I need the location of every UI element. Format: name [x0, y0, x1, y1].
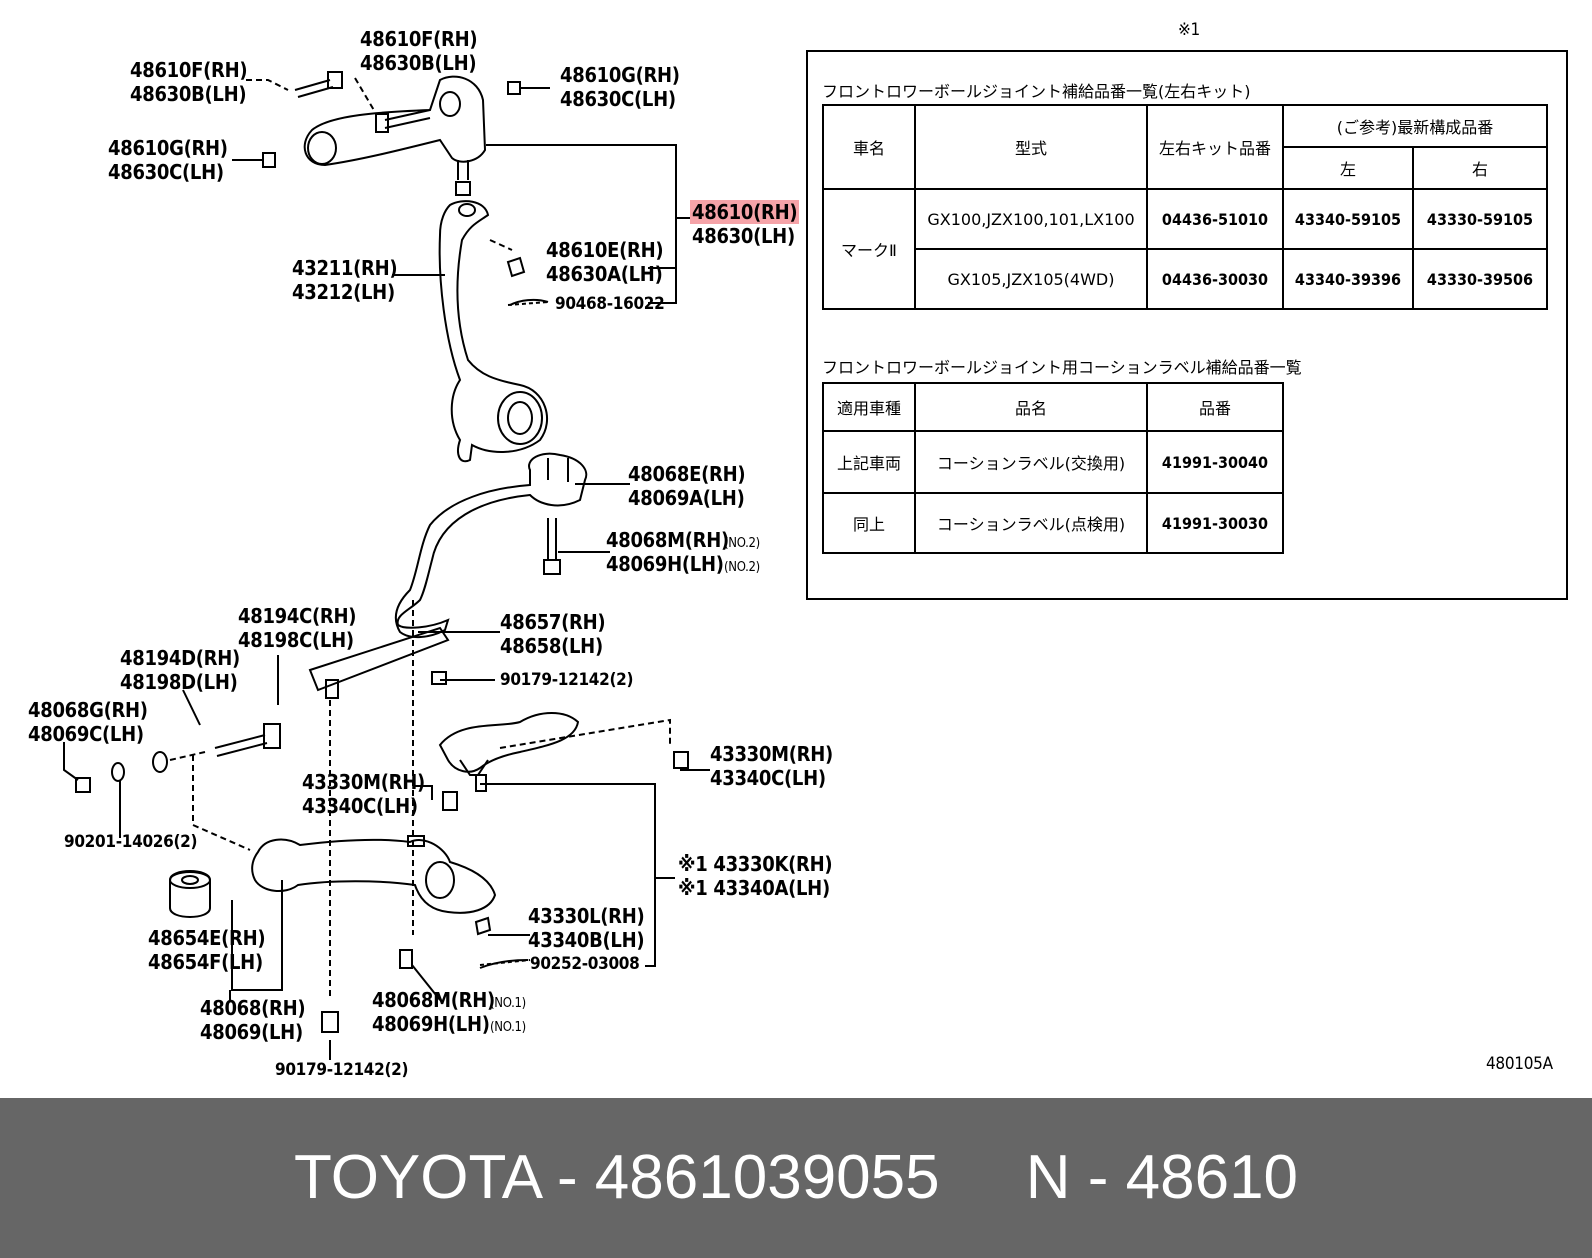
ball-joint-arm: [438, 712, 580, 773]
label-48068m-no2[interactable]: 48068M(RH)48069H(LH): [606, 528, 729, 576]
ball-joint-kit-table: 車名 型式 左右キット品番 (ご参考)最新構成品番 左 右 マークⅡ GX100…: [822, 104, 1548, 310]
label-48068g[interactable]: 48068G(RH)48069C(LH): [28, 698, 148, 746]
th-left: 左: [1282, 146, 1414, 190]
note-no1-lh: (NO.1): [490, 1020, 526, 1035]
leader-48068m1: [411, 964, 441, 1001]
cell-left[interactable]: 43340-39396: [1282, 248, 1414, 310]
label-48068[interactable]: 48068(RH)48069(LH): [200, 996, 306, 1044]
footer-part-info: TOYOTA - 4861039055 N - 48610: [293, 1143, 1299, 1212]
label-48068m-no1[interactable]: 48068M(RH)48069H(LH): [372, 988, 495, 1036]
th-vehicle: 適用車種: [822, 382, 916, 432]
label-48610f-top[interactable]: 48610F(RH)48630B(LH): [360, 27, 478, 75]
label-90201[interactable]: 90201-14026(2): [64, 832, 198, 852]
note-mark: ※1: [1178, 20, 1200, 40]
label-48610g-right[interactable]: 48610G(RH)48630C(LH): [560, 63, 680, 111]
cell-left[interactable]: 43340-59105: [1282, 188, 1414, 250]
label-90179-top[interactable]: 90179-12142(2): [500, 670, 634, 690]
cell-model: GX100,JZX100,101,LX100: [914, 188, 1148, 250]
label-48194c[interactable]: 48194C(RH)48198C(LH): [238, 604, 357, 652]
label-43211[interactable]: 43211(RH)43212(LH): [292, 256, 398, 304]
parts-diagram: 48610F(RH)48630B(LH) 48610F(RH)48630B(LH…: [28, 20, 1568, 1080]
note-no2-lh: (NO.2): [724, 560, 760, 575]
table2-title: フロントロワーボールジョイント用コーションラベル補給品番一覧: [822, 358, 1302, 377]
label-90252[interactable]: 90252-03008: [530, 954, 640, 974]
cell-name: コーションラベル(点検用): [914, 492, 1148, 554]
cell-part[interactable]: 41991-30040: [1146, 430, 1284, 494]
label-90179-bottom[interactable]: 90179-12142(2): [275, 1060, 409, 1080]
note-box: フロントロワーボールジョイント補給品番一覧(左右キット) 車名 型式 左右キット…: [806, 50, 1568, 600]
bushing: [169, 870, 211, 918]
th-car: 車名: [822, 104, 916, 190]
cell-right[interactable]: 43330-39506: [1412, 248, 1548, 310]
label-48610f-left[interactable]: 48610F(RH)48630B(LH): [130, 58, 248, 106]
steering-knuckle: [438, 200, 549, 463]
label-43330m-left[interactable]: 43330M(RH)43340C(LH): [302, 770, 425, 818]
table1-title: フロントロワーボールジョイント補給品番一覧(左右キット): [822, 82, 1251, 101]
leader-43330m-left: [415, 785, 433, 800]
leader-43330k: [480, 783, 656, 967]
label-48657[interactable]: 48657(RH)48658(LH): [500, 610, 606, 658]
label-48610g-left[interactable]: 48610G(RH)48630C(LH): [108, 136, 228, 184]
table-row: マークⅡ GX100,JZX100,101,LX100 04436-51010 …: [822, 188, 1548, 310]
caution-label-table: 適用車種 品名 品番 上記車両 コーションラベル(交換用) 41991-3004…: [822, 382, 1284, 554]
th-part: 品番: [1146, 382, 1284, 432]
label-43330m-right[interactable]: 43330M(RH)43340C(LH): [710, 742, 833, 790]
label-48068e[interactable]: 48068E(RH)48069A(LH): [628, 462, 746, 510]
th-model: 型式: [914, 104, 1148, 190]
label-90468[interactable]: 90468-16022: [555, 294, 665, 314]
leader-48654e-48068: [231, 880, 283, 991]
leader-48194d: [182, 689, 201, 726]
cell-right[interactable]: 43330-59105: [1412, 188, 1548, 250]
cell-name: コーションラベル(交換用): [914, 430, 1148, 494]
footer-bar: TOYOTA - 4861039055 N - 48610: [0, 1098, 1592, 1258]
leader-48610f-left: [246, 79, 289, 91]
table-row: GX105,JZX105(4WD) 04436-30030 43340-3939…: [823, 248, 1548, 310]
label-43330l[interactable]: 43330L(RH)43340B(LH): [528, 904, 645, 952]
leader-48610: [486, 144, 677, 304]
th-kit: 左右キット品番: [1146, 104, 1284, 190]
note-no1-rh: (NO.1): [490, 996, 526, 1011]
cell-vehicle: 同上: [822, 492, 916, 554]
label-48654e[interactable]: 48654E(RH)48654F(LH): [148, 926, 266, 974]
label-48610e[interactable]: 48610E(RH)48630A(LH): [546, 238, 664, 286]
diagram-code: 480105A: [1486, 1054, 1553, 1074]
highlighted-part-number: 48610(RH): [690, 200, 800, 224]
strut-bar: [394, 452, 588, 638]
lower-control-arm: [251, 838, 497, 914]
table-row: 上記車両 コーションラベル(交換用) 41991-30040: [822, 430, 1284, 494]
cell-car: マークⅡ: [822, 188, 916, 310]
label-48610-highlighted[interactable]: 48610(RH)48630(LH): [690, 200, 800, 248]
upper-control-arm: [303, 75, 487, 167]
th-ref: (ご参考)最新構成品番: [1282, 104, 1548, 148]
cell-kit[interactable]: 04436-51010: [1146, 188, 1284, 250]
leader-48068g: [63, 742, 79, 781]
diagram-drawing: [63, 71, 710, 1060]
label-43330k[interactable]: ※1 43330K(RH)※1 43340A(LH): [678, 852, 833, 900]
cell-vehicle: 上記車両: [822, 430, 916, 494]
note-no2-rh: (NO.2): [724, 536, 760, 551]
cell-kit[interactable]: 04436-30030: [1146, 248, 1284, 310]
leader-48610f-top: [354, 77, 376, 113]
th-name: 品名: [914, 382, 1148, 432]
table-row: 同上 コーションラベル(点検用) 41991-30030: [822, 492, 1284, 554]
bracket-plate: [308, 626, 450, 692]
label-48194d[interactable]: 48194D(RH)48198D(LH): [120, 646, 240, 694]
th-right: 右: [1412, 146, 1548, 190]
cell-part[interactable]: 41991-30030: [1146, 492, 1284, 554]
cell-model: GX105,JZX105(4WD): [914, 248, 1148, 310]
